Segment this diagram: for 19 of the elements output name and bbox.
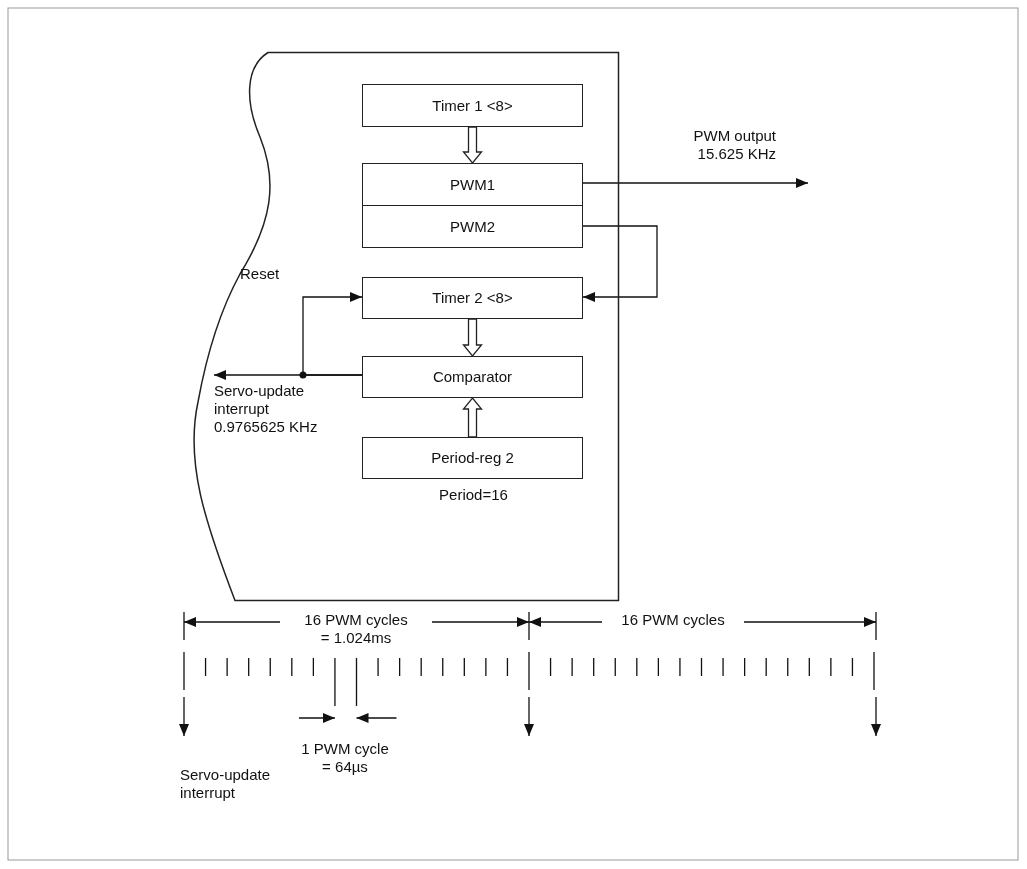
edge-label: PWM output 15.625 KHz [692, 127, 776, 163]
hollow-arrow [462, 318, 483, 358]
register-block: PWM1 [362, 163, 583, 206]
edge-label: Reset [240, 265, 281, 283]
arrow [582, 178, 809, 188]
dimension-label: 16 PWM cycles [620, 611, 726, 629]
dimension-label: 1 PWM cycle = 64µs [300, 740, 390, 776]
register-block: Timer 1 <8> [362, 84, 583, 127]
hollow-arrow [462, 126, 483, 165]
hollow-arrow [462, 396, 483, 438]
period-note: Period=16 [438, 486, 509, 504]
interrupt-label: Servo-update interrupt 0.9765625 KHz [214, 382, 319, 436]
dimension-label: 16 PWM cycles = 1.024ms [303, 611, 409, 647]
register-block: Timer 2 <8> [362, 277, 583, 319]
arrow [582, 225, 658, 302]
interrupt-label: Servo-update interrupt [180, 766, 272, 802]
register-block: PWM2 [362, 205, 583, 248]
arrow [302, 292, 363, 376]
comparator-block: Comparator [362, 356, 583, 398]
